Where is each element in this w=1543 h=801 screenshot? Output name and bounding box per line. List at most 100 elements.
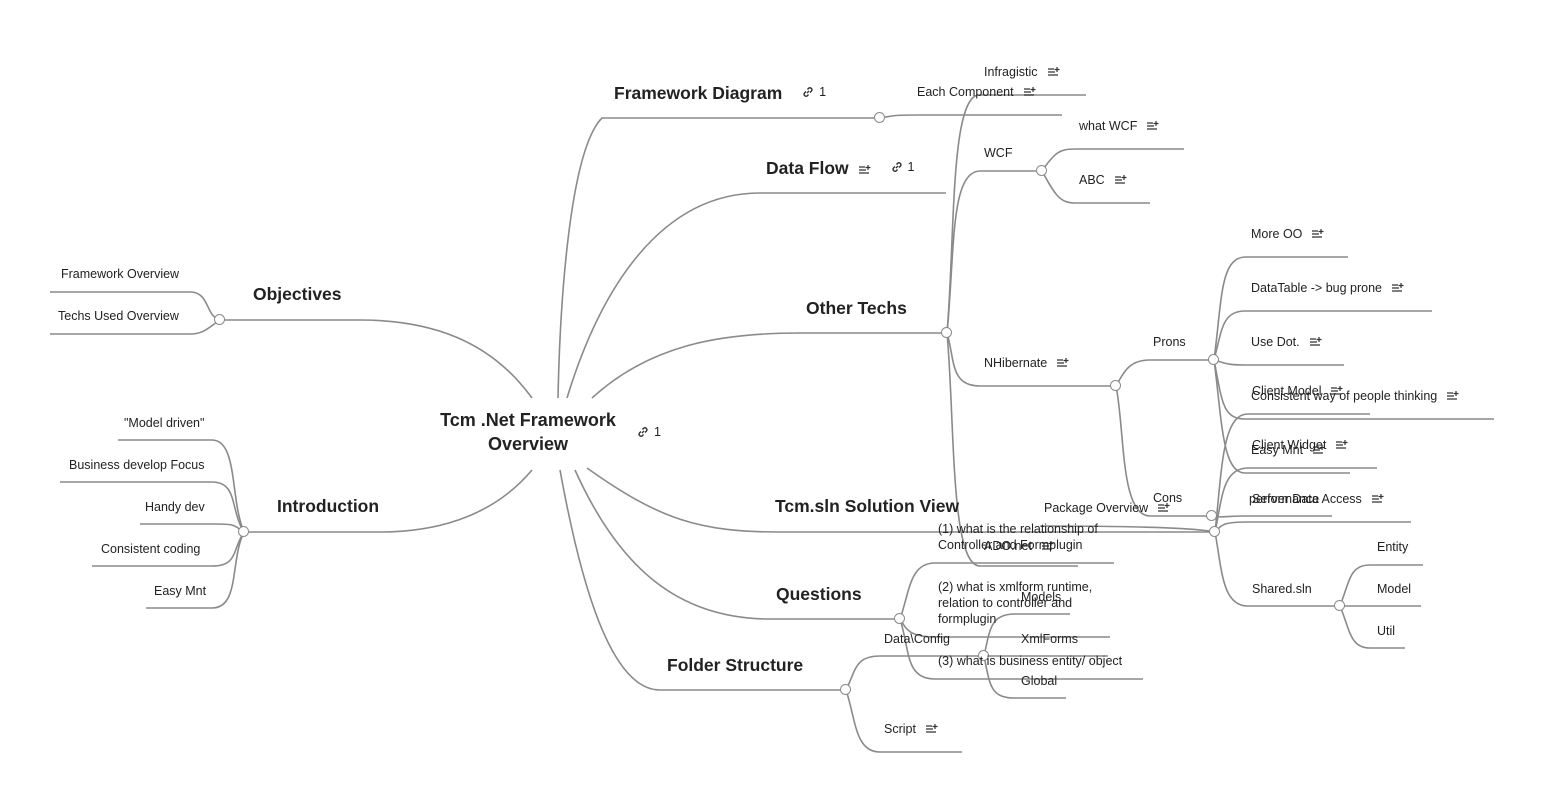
infragistic-label: Infragistic [984, 65, 1038, 79]
topic-other-techs[interactable]: Other Techs [806, 298, 907, 318]
topic-solution-view[interactable]: Tcm.sln Solution View [775, 496, 960, 516]
wcf-item-1[interactable]: what WCF [1079, 118, 1159, 134]
edge-wcf-2 [1041, 170, 1150, 204]
wcf-item-2[interactable]: ABC [1079, 172, 1127, 188]
edge-shared-3 [1339, 605, 1405, 649]
other-infragistic[interactable]: Infragistic [984, 64, 1060, 80]
note-icon [1023, 87, 1036, 97]
edge-data-1 [983, 613, 1070, 657]
edge-q-1 [899, 562, 1114, 620]
collapse-dot-shared[interactable] [1334, 600, 1345, 611]
edge-prons-1 [1213, 256, 1348, 361]
collapse-dot-introduction[interactable] [238, 526, 249, 537]
collapse-dot-objectives[interactable] [214, 314, 225, 325]
wcf-item-2-label: ABC [1079, 173, 1105, 187]
shared-item-2[interactable]: Model [1377, 582, 1412, 596]
collapse-dot-folder[interactable] [840, 684, 851, 695]
collapse-dot-othertechs[interactable] [941, 327, 952, 338]
nhibernate-prons[interactable]: Prons [1153, 335, 1186, 349]
prons-item-1-label: More OO [1251, 227, 1303, 241]
prons-item-2[interactable]: DataTable -> bug prone [1251, 280, 1404, 296]
edge-sol-shared [1214, 531, 1340, 607]
other-wcf[interactable]: WCF [984, 146, 1013, 160]
framework-link-badge[interactable]: 1 [801, 81, 826, 103]
data-flow-link-count: 1 [907, 160, 915, 174]
note-icon [1336, 440, 1348, 450]
intro-item-3[interactable]: Handy dev [145, 500, 205, 514]
other-nhibernate[interactable]: NHibernate [984, 355, 1069, 371]
question-3[interactable]: (3) what is business entity/ object [938, 654, 1123, 668]
solution-item-3-label: Server Data Access [1252, 492, 1362, 506]
framework-link-count: 1 [819, 85, 827, 99]
shared-item-1[interactable]: Entity [1377, 540, 1409, 554]
collapse-dot-dataconfig[interactable] [978, 650, 989, 661]
intro-item-2[interactable]: Business develop Focus [69, 458, 205, 472]
topic-folder-structure[interactable]: Folder Structure [667, 655, 804, 675]
package-overview-label: Package Overview [1044, 501, 1149, 515]
objectives-item-2[interactable]: Techs Used Overview [58, 309, 179, 323]
prons-item-5[interactable]: Easy Mnt [1251, 442, 1325, 458]
script-label: Script [884, 722, 916, 736]
shared-item-3[interactable]: Util [1377, 624, 1396, 638]
edge-other-infragistic [946, 94, 1086, 334]
note-icon [1147, 121, 1159, 131]
folder-script[interactable]: Script [884, 721, 938, 737]
edge-nh-cons [1115, 385, 1212, 517]
intro-item-4[interactable]: Consistent coding [101, 542, 201, 556]
edge-intro-2 [60, 481, 245, 533]
prons-item-3-label: Use Dot. [1251, 335, 1300, 349]
topic-data-flow[interactable]: Data Flow 1 [766, 156, 914, 179]
root-link-badge[interactable]: 1 [636, 424, 661, 440]
edge-framework-child [879, 114, 1062, 119]
note-icon [1057, 358, 1069, 368]
question-1[interactable]: (1) what is the relationship of Controll… [938, 522, 1098, 552]
cons-item-1[interactable]: performance [1249, 492, 1320, 506]
collapse-dot-framework[interactable] [874, 112, 885, 123]
prons-item-3[interactable]: Use Dot. [1251, 334, 1322, 350]
collapse-dot-questions[interactable] [894, 613, 905, 624]
collapse-dot-solution[interactable] [1209, 526, 1220, 537]
root-topic[interactable]: Tcm .Net Framework Overview [428, 408, 628, 456]
solution-item-1-label: Client Model [1252, 384, 1322, 398]
question-2[interactable]: (2) what is xmlform runtime, relation to… [938, 580, 1093, 626]
edge-q-3 [899, 618, 1143, 680]
topic-objectives[interactable]: Objectives [253, 284, 342, 304]
solution-item-2-label: Client Widget [1252, 438, 1327, 452]
edge-other-nhibernate [946, 332, 1116, 387]
intro-item-5[interactable]: Easy Mnt [154, 584, 207, 598]
collapse-dot-prons[interactable] [1208, 354, 1219, 365]
prons-item-4[interactable]: Consistent way of people thinking [1251, 388, 1459, 404]
dataconfig-item-3[interactable]: Global [1021, 674, 1058, 688]
solution-item-1[interactable]: Client Model [1252, 383, 1343, 399]
root-title: Tcm .Net Framework Overview [440, 410, 616, 454]
prons-item-1[interactable]: More OO [1251, 226, 1324, 242]
solution-item-3[interactable]: Server Data Access [1252, 491, 1384, 507]
collapse-dot-nhibernate[interactable] [1110, 380, 1121, 391]
dataconfig-item-1[interactable]: Models [1021, 590, 1062, 604]
edge-shared-1 [1339, 564, 1423, 607]
collapse-dot-cons[interactable] [1206, 510, 1217, 521]
edge-root-objectives [220, 319, 533, 399]
solution-shared[interactable]: Shared.sln [1252, 582, 1312, 596]
note-icon [1114, 175, 1127, 185]
edge-intro-4 [92, 531, 245, 567]
dataconfig-item-2[interactable]: XmlForms [1021, 632, 1078, 646]
topic-introduction[interactable]: Introduction [277, 496, 380, 516]
folder-data-config[interactable]: Data\Config [884, 632, 951, 646]
objectives-item-1[interactable]: Framework Overview [61, 267, 180, 281]
edge-sol-3 [1214, 521, 1411, 533]
solution-package-overview[interactable]: Package Overview [1044, 500, 1170, 516]
root-link-count: 1 [654, 425, 661, 439]
topic-framework-diagram[interactable]: Framework Diagram 1 [614, 81, 826, 104]
topic-questions[interactable]: Questions [776, 584, 862, 604]
other-adonet[interactable]: ADO.net [984, 538, 1054, 554]
nhibernate-cons[interactable]: Cons [1153, 491, 1183, 505]
collapse-dot-wcf[interactable] [1036, 165, 1047, 176]
edge-other-wcf [946, 170, 1042, 334]
framework-child[interactable]: Each Component [917, 84, 1036, 100]
solution-item-2[interactable]: Client Widget [1252, 437, 1348, 453]
link-icon [803, 87, 813, 97]
edge-prons-2 [1213, 310, 1432, 361]
intro-item-1[interactable]: "Model driven" [124, 416, 205, 430]
data-flow-link-badge[interactable]: 1 [890, 156, 915, 178]
